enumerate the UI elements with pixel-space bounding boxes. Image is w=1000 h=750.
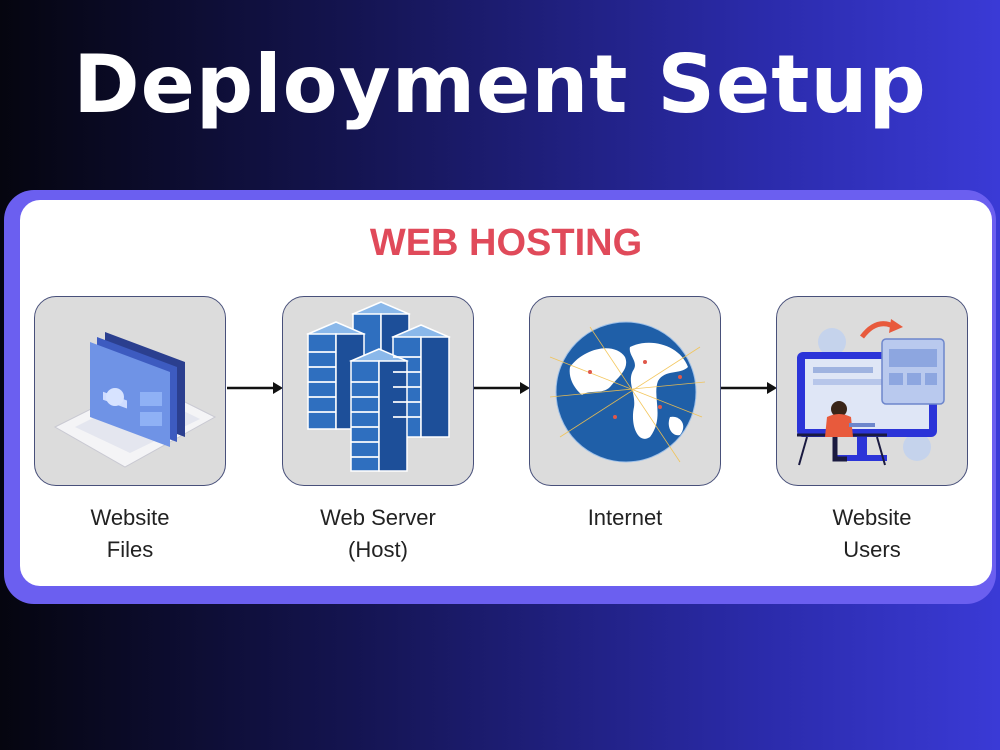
- node-website-users: [776, 296, 968, 486]
- node-label-line: Users: [843, 537, 901, 562]
- node-label-web-server: Web Server (Host): [282, 502, 474, 566]
- diagram-canvas: WEB HOSTING: [20, 200, 992, 586]
- server-stack-icon: [306, 301, 451, 472]
- node-label-website-users: Website Users: [776, 502, 968, 566]
- node-label-website-files: Website Files: [34, 502, 226, 566]
- node-label-internet: Internet: [529, 502, 721, 534]
- diagram-heading: WEB HOSTING: [369, 222, 643, 264]
- node-web-server: [282, 296, 474, 486]
- node-website-files: [34, 296, 226, 486]
- laptop-icon: [53, 332, 217, 468]
- node-internet: [529, 296, 721, 486]
- globe-icon: [549, 321, 706, 463]
- node-label-line: Website: [90, 505, 170, 530]
- node-label-line: (Host): [348, 537, 408, 562]
- node-label-line: Website: [832, 505, 912, 530]
- page-title: Deployment Setup: [73, 38, 927, 131]
- arrow-files-to-server: [227, 382, 283, 394]
- arrow-server-to-internet: [474, 382, 530, 394]
- diagram-panel: WEB HOSTING: [4, 190, 996, 604]
- node-label-line: Web Server: [320, 505, 436, 530]
- node-label-line: Internet: [587, 505, 663, 530]
- node-label-line: Files: [106, 537, 154, 562]
- user-at-computer-icon: [797, 319, 945, 466]
- arrow-internet-to-users: [721, 382, 777, 394]
